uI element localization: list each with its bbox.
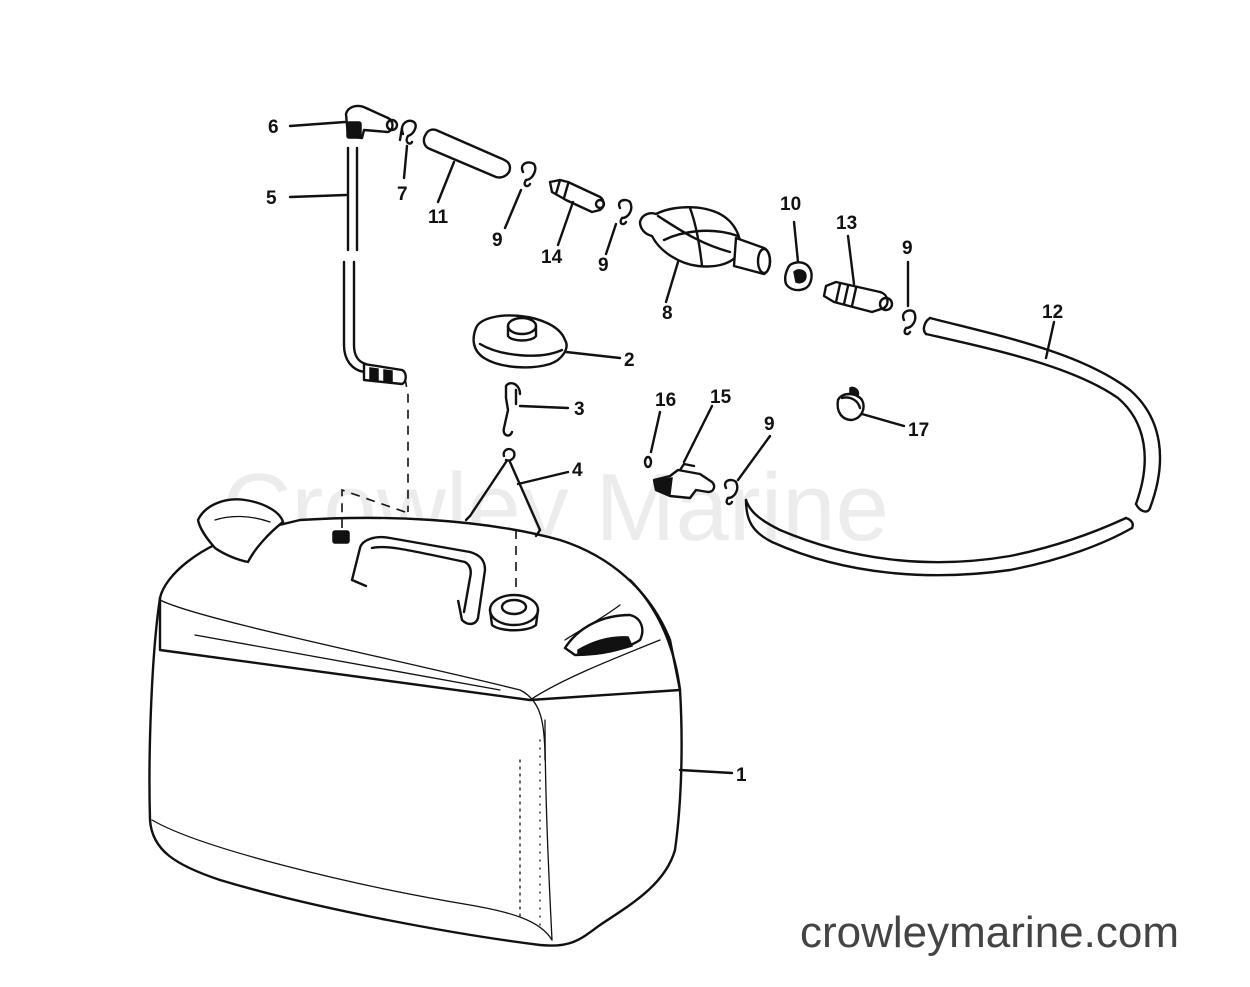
part-6-elbow-fitting	[288, 104, 399, 140]
callout-12: 12	[1042, 302, 1063, 323]
part-5-pickup-tube	[288, 146, 407, 386]
part-15-connector	[652, 404, 716, 500]
part-8-primer-bulb	[638, 206, 772, 304]
callout-6: 6	[268, 117, 279, 138]
part-2-filler-cap	[472, 314, 622, 369]
callout-7: 7	[397, 184, 408, 205]
part-13-fitting	[822, 234, 894, 314]
callout-4: 4	[572, 460, 583, 481]
callout-labels: 6 7 5 11 9 14 9 8 10 13 9 12 2 3 16 15 9…	[266, 117, 1063, 786]
part-9-clamp-b	[604, 198, 633, 256]
part-16-o-ring	[643, 410, 662, 469]
callout-9: 9	[598, 255, 609, 276]
part-14-fitting	[548, 178, 606, 247]
callout-14: 14	[541, 247, 563, 268]
part-4-retainer	[464, 447, 570, 538]
callout-9: 9	[492, 230, 503, 251]
callout-16: 16	[655, 390, 676, 411]
part-7-clamp	[398, 119, 417, 180]
callout-1: 1	[736, 765, 747, 786]
part-9-clamp-d	[723, 434, 772, 506]
callout-9: 9	[764, 414, 775, 435]
website-url: crowleymarine.com	[800, 908, 1179, 957]
part-9-clamp-c	[901, 260, 917, 336]
assembly-lines	[341, 377, 517, 592]
callout-10: 10	[780, 194, 801, 215]
fuel-tank	[148, 498, 734, 947]
part-10-clamp	[783, 220, 813, 292]
callout-5: 5	[266, 188, 277, 209]
callout-11: 11	[428, 207, 449, 228]
part-9-clamp-a	[503, 161, 537, 230]
part-11-hose	[422, 128, 512, 204]
callout-3: 3	[574, 399, 585, 420]
callout-17: 17	[908, 420, 929, 441]
part-3-hook	[502, 382, 570, 437]
callout-8: 8	[662, 303, 673, 324]
callout-9: 9	[902, 238, 913, 259]
part-12-hose	[744, 316, 1162, 577]
part-17-hose-clamp	[836, 386, 906, 428]
callout-15: 15	[710, 387, 732, 408]
callout-2: 2	[624, 350, 635, 371]
callout-13: 13	[836, 213, 857, 234]
